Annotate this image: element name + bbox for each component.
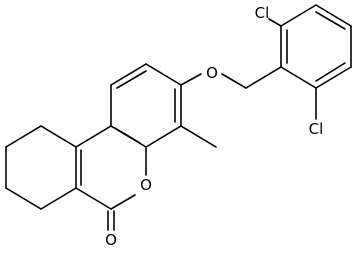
bond	[5, 187, 42, 210]
carbonyl-oxygen-label: O	[105, 231, 117, 249]
bond	[280, 4, 317, 27]
bond	[315, 4, 352, 27]
atom-labels: Cl Cl O O O	[105, 4, 323, 249]
ether-oxygen-label: O	[206, 64, 218, 82]
bond-double-inner	[315, 11, 346, 30]
bond	[5, 125, 42, 148]
bond	[315, 66, 352, 89]
bond	[180, 73, 202, 86]
ring-oxygen-label: O	[140, 176, 152, 194]
bond	[221, 73, 247, 89]
bond	[145, 63, 182, 86]
bond	[180, 125, 217, 148]
bond	[75, 187, 112, 210]
bond	[40, 125, 77, 148]
bond	[268, 18, 282, 27]
chlorine-label-top: Cl	[255, 4, 270, 22]
bond-lines	[5, 4, 352, 231]
bond	[145, 125, 182, 148]
bond	[40, 187, 77, 210]
bond	[245, 66, 282, 89]
bond	[110, 194, 136, 210]
bond-double-inner	[116, 70, 147, 89]
bond-double-inner	[114, 127, 141, 144]
bond	[110, 63, 147, 86]
chlorine-label-bottom: Cl	[309, 120, 324, 138]
bond	[280, 66, 317, 89]
bond	[75, 125, 112, 148]
bond-double-inner	[315, 62, 346, 82]
